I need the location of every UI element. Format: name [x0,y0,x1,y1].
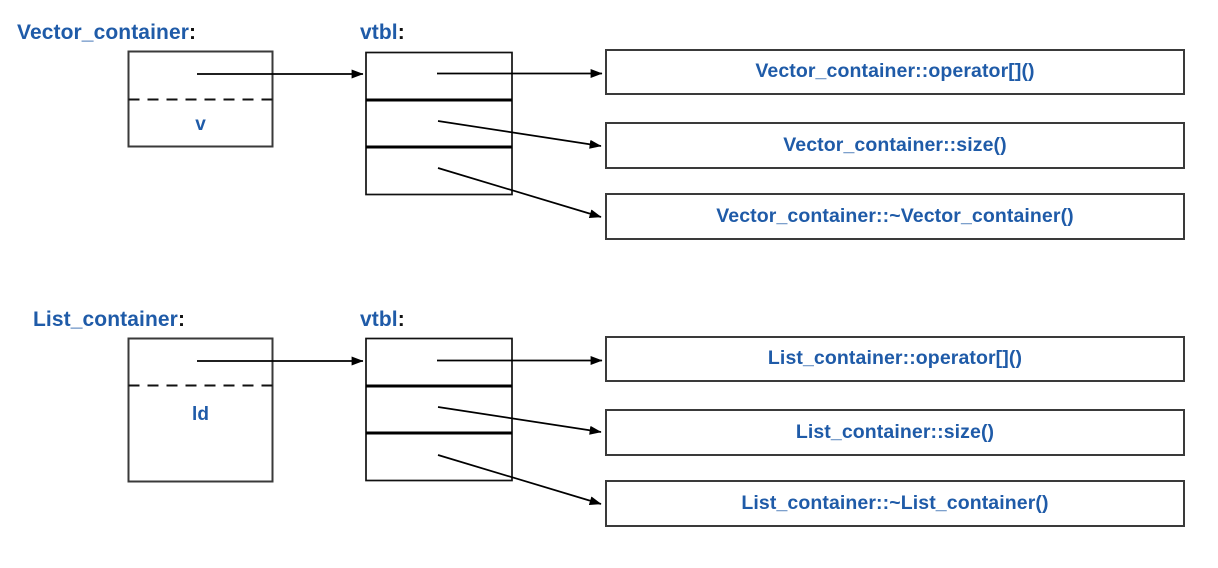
list-function-label-0: List_container::operator[]() [767,347,1023,369]
vector-member-field-label: v [195,114,206,135]
vector-slot-1-connector [437,120,602,149]
list-function-label-1: List_container::size() [795,421,995,443]
vector-function-box-2 [605,193,1185,240]
list-function-box-2 [605,480,1185,527]
list-function-label-2: List_container::~List_container() [741,492,1049,514]
list-member-field-label: ld [192,404,209,425]
list-slot-1-connector [437,406,602,435]
vector-function-box-1 [605,122,1185,169]
vector-object-header-colon: : [189,21,197,44]
vector-object-header-label: Vector_container [17,21,189,44]
list-function-box-0 [605,336,1185,382]
vector-vtbl-header-colon: : [397,21,405,44]
vector-function-label-2: Vector_container::~Vector_container() [716,205,1074,227]
list-slot-2-connector [437,454,602,506]
list-vtbl-header: vtbl: [360,309,405,330]
vector-function-label-1: Vector_container::size() [783,134,1007,156]
list-object-box [127,337,274,483]
vector-vtbl-header: vtbl: [360,22,405,43]
vector-vtbl-box [365,51,513,196]
vector-function-label-0: Vector_container::operator[]() [755,60,1035,82]
vector-object-header: Vector_container: [17,22,196,43]
list-vtbl-box [365,337,513,482]
vector-vtbl-header-label: vtbl [360,21,398,44]
list-object-header: List_container: [33,309,185,330]
vector-slot-2-connector [437,167,602,219]
list-vtbl-header-label: vtbl [360,308,398,331]
list-function-box-1 [605,409,1185,456]
list-object-header-label: List_container [33,308,178,331]
list-object-header-colon: : [177,308,186,331]
list-vtbl-header-colon: : [397,308,405,331]
vector-function-box-0 [605,49,1185,95]
